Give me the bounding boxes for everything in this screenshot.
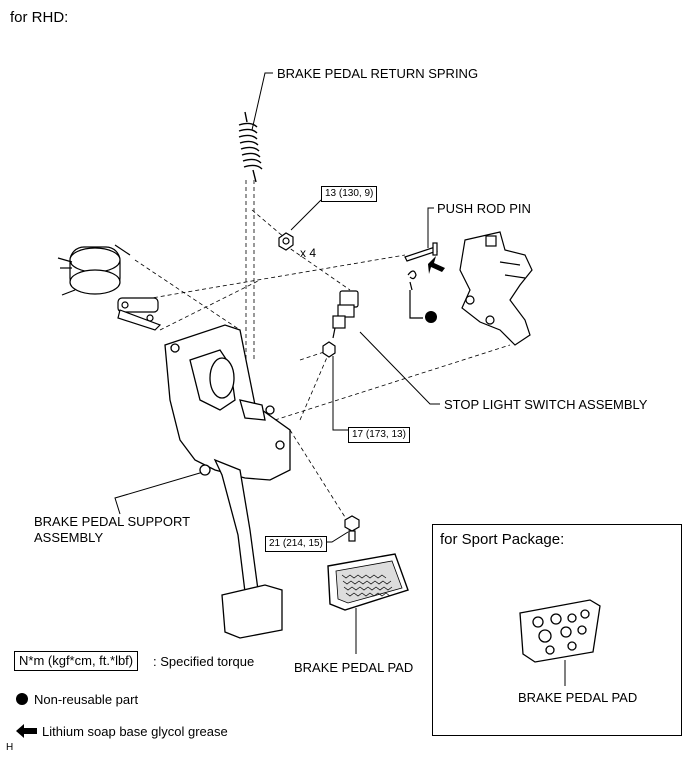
- support-assembly-label-1: BRAKE PEDAL SUPPORT: [34, 514, 191, 529]
- stop-light-leader: [359, 331, 440, 405]
- switch-torque-leader: [332, 356, 348, 431]
- sport-pedal-pad-label: BRAKE PEDAL PAD: [518, 690, 638, 705]
- non-reusable-dot-icon: [425, 311, 437, 323]
- footer-code: H: [6, 742, 14, 753]
- grease-arrow-icon: [428, 256, 445, 274]
- torque-nut: 13 (130, 9): [321, 186, 378, 202]
- sport-package-title: for Sport Package:: [440, 531, 565, 548]
- support-assembly-leader: [114, 469, 211, 515]
- return-spring-label: BRAKE PEDAL RETURN SPRING: [277, 66, 479, 81]
- nut-torque-leader: [290, 199, 322, 231]
- legend-torque-box: N*m (kgf*cm, ft.*lbf): [14, 651, 139, 671]
- return-spring-leader: [251, 72, 273, 131]
- sport-package-box: [432, 524, 682, 736]
- page-header: for RHD:: [10, 9, 69, 26]
- sport-pedal-pad: [519, 599, 601, 663]
- stop-light-switch-label: STOP LIGHT SWITCH ASSEMBLY: [444, 397, 648, 412]
- support-assembly-label-2: ASSEMBLY: [34, 530, 104, 545]
- push-rod-pin-leader: [427, 207, 434, 248]
- pedal-support-assembly: [164, 324, 291, 639]
- push-rod-pin-label: PUSH ROD PIN: [437, 201, 531, 216]
- legend-non-reusable-icon: [16, 693, 28, 705]
- pedal-pad-label: BRAKE PEDAL PAD: [294, 660, 414, 675]
- legend-non-reusable-text: Non-reusable part: [34, 692, 139, 707]
- stop-light-switch: [332, 290, 359, 339]
- quantity-label: x 4: [300, 246, 317, 260]
- torque-bolt: 21 (214, 15): [265, 536, 327, 552]
- push-rod-pin: [404, 242, 438, 262]
- return-spring: [238, 111, 263, 183]
- pedal-bracket: [459, 231, 533, 346]
- bolt: [344, 515, 360, 542]
- clip: [407, 270, 423, 319]
- legend-grease-text: Lithium soap base glycol grease: [42, 724, 228, 739]
- switch-nut: [322, 341, 336, 358]
- nut: [278, 232, 294, 251]
- legend-torque-text: : Specified torque: [153, 654, 255, 669]
- legend-grease-icon: [16, 724, 37, 738]
- brake-pedal-pad: [327, 553, 409, 611]
- booster-assembly: [57, 244, 162, 331]
- torque-switch: 17 (173, 13): [348, 427, 410, 443]
